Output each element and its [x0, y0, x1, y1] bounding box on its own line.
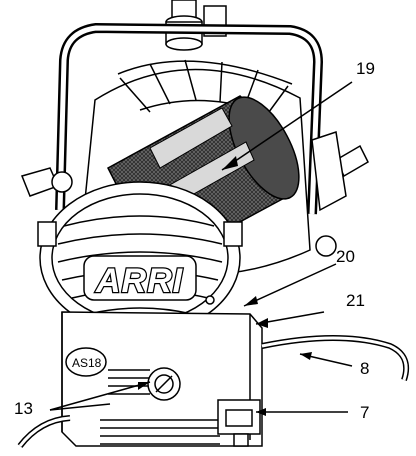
- front-lens-ring: [37, 181, 243, 335]
- callout-13: 13: [14, 399, 33, 418]
- model-plate: AS18: [72, 356, 102, 370]
- callout-8: 8: [360, 359, 369, 378]
- callout-20: 20: [336, 247, 355, 266]
- brand-logo: ARRI: [95, 262, 184, 300]
- leader-arrowheads: [138, 156, 312, 416]
- side-lock-knobs: [20, 131, 369, 257]
- connector-latch: [217, 399, 261, 447]
- callout-7: 7: [360, 403, 369, 422]
- yoke: [55, 23, 323, 215]
- power-cable: [17, 335, 410, 448]
- dimmer-knob: [147, 367, 181, 401]
- callout-19: 19: [356, 59, 375, 78]
- callout-21: 21: [346, 291, 365, 310]
